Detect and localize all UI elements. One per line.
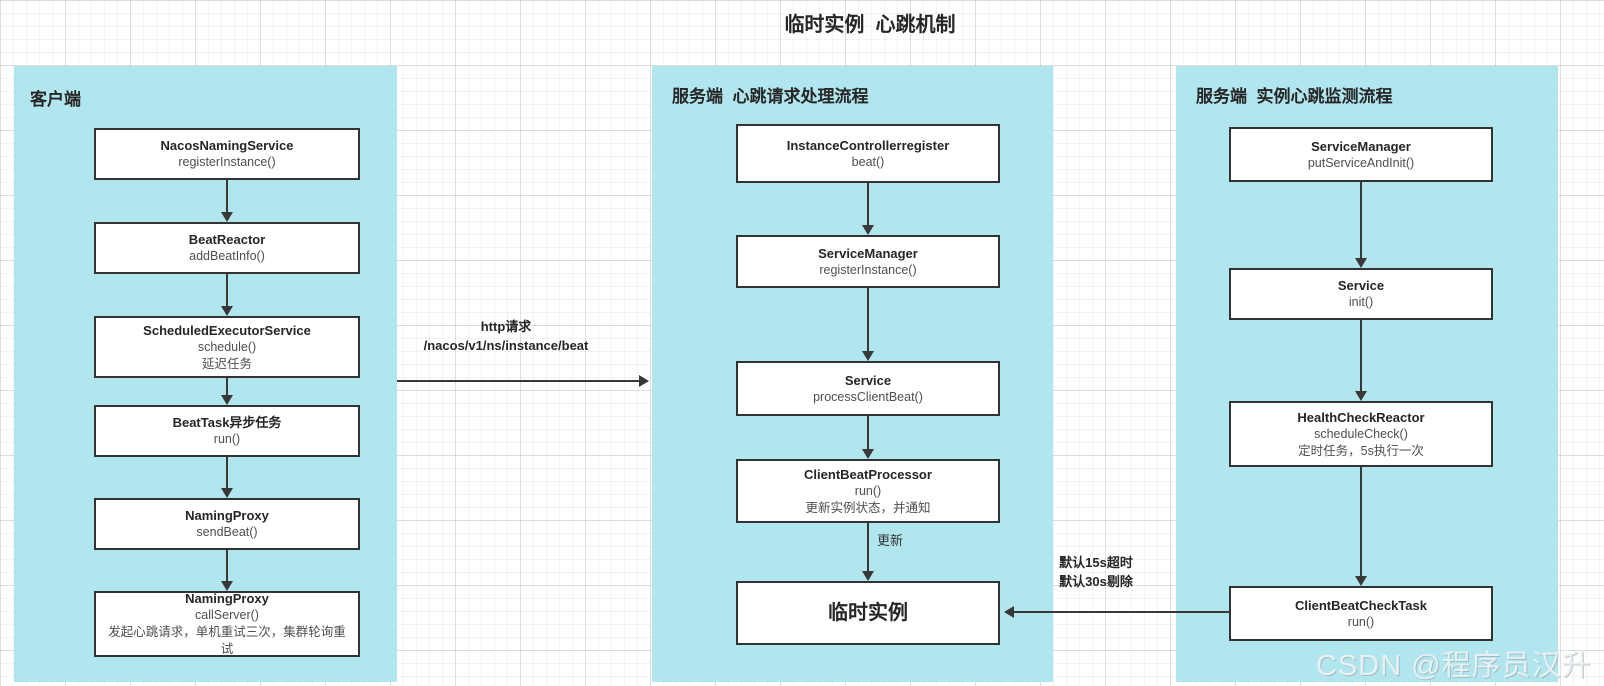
arrow-down-icon [221, 212, 233, 222]
timeout-label-line1: 默认15s超时 [1059, 555, 1133, 570]
node-method: processClientBeat() [813, 389, 923, 404]
node-method: sendBeat() [196, 525, 258, 539]
node-temporary-instance: 临时实例 [736, 581, 1000, 645]
arrow-server-beat-1 [862, 183, 874, 235]
arrow-server-beat-2 [862, 288, 874, 361]
node-check-health-check-reactor: HealthCheckReactor scheduleCheck() 定时任务，… [1229, 401, 1493, 467]
node-client-beat-reactor: BeatReactor addBeatInfo() [94, 222, 360, 274]
arrow-client-1 [221, 180, 233, 222]
node-server-client-beat-processor: ClientBeatProcessor run() 更新实例状态，并通知 [736, 459, 1000, 523]
node-method: init() [1348, 295, 1374, 309]
node-method: addBeatInfo() [189, 249, 265, 263]
arrow-down-icon [221, 306, 233, 316]
node-method: run() [213, 432, 241, 446]
arrow-client-4 [221, 457, 233, 498]
arrow-client-2 [221, 274, 233, 316]
node-method: registerInstance() [819, 262, 917, 277]
node-title: InstanceControllerregister [786, 137, 950, 153]
arrow-client-3 [221, 378, 233, 405]
arrow-down-icon [1355, 576, 1367, 586]
arrow-down-icon [1355, 391, 1367, 401]
node-title: BeatReactor [188, 232, 266, 247]
panel-client-header: 客户端 [30, 90, 81, 109]
node-note: 定时任务，5s执行一次 [1298, 443, 1424, 458]
node-title: Service [844, 372, 892, 388]
http-request-label-line2: /nacos/v1/ns/instance/beat [423, 338, 589, 353]
arrow-timeout-evict [1004, 606, 1229, 618]
node-note: 发起心跳请求，单机重试三次，集群轮询重试 [108, 625, 346, 656]
arrow-down-icon [862, 351, 874, 361]
node-method: registerInstance() [178, 155, 276, 169]
node-title: Service [1337, 278, 1385, 293]
node-title: NacosNamingService [160, 138, 294, 153]
node-method: schedule() [197, 339, 257, 354]
arrow-right-icon [639, 375, 649, 387]
node-title: NamingProxy [185, 591, 269, 606]
node-title: ServiceManager [818, 245, 918, 261]
diagram-title: 临时实例 心跳机制 [784, 14, 956, 36]
http-request-label-line1: http请求 [480, 319, 532, 334]
node-method: putServiceAndInit() [1307, 155, 1415, 170]
node-client-beat-task: BeatTask异步任务 run() [94, 405, 360, 457]
panel-server-check-header: 服务端 实例心跳监测流程 [1196, 87, 1393, 106]
node-client-nacos-naming-service: NacosNamingService registerInstance() [94, 128, 360, 180]
http-request-label: http请求 /nacos/v1/ns/instance/beat [398, 317, 614, 355]
arrow-server-check-2 [1355, 320, 1367, 401]
node-client-scheduled-executor-service: ScheduledExecutorService schedule() 延迟任务 [94, 316, 360, 378]
node-title: HealthCheckReactor [1297, 409, 1425, 425]
node-server-service-manager: ServiceManager registerInstance() [736, 235, 1000, 288]
node-title: ServiceManager [1311, 138, 1411, 154]
csdn-watermark: CSDN @程序员汉升 [1316, 650, 1592, 682]
node-method: run() [854, 483, 882, 498]
arrow-server-check-1 [1355, 182, 1367, 268]
panel-server-beat-header: 服务端 心跳请求处理流程 [672, 87, 869, 106]
node-title: 临时实例 [828, 602, 908, 624]
arrow-down-icon [221, 581, 233, 591]
node-server-service: Service processClientBeat() [736, 361, 1000, 416]
node-method: run() [1347, 614, 1375, 629]
arrow-http-request [397, 375, 649, 387]
arrow-server-beat-3 [862, 416, 874, 459]
arrow-left-icon [1004, 606, 1014, 618]
arrow-server-check-3 [1355, 467, 1367, 586]
node-check-client-beat-check-task: ClientBeatCheckTask run() [1229, 586, 1493, 641]
arrow-down-icon [221, 488, 233, 498]
node-check-service-manager: ServiceManager putServiceAndInit() [1229, 127, 1493, 182]
arrow-down-icon [862, 449, 874, 459]
arrow-client-5 [221, 550, 233, 591]
timeout-label: 默认15s超时 默认30s剔除 [1028, 553, 1164, 591]
node-title: BeatTask异步任务 [172, 415, 282, 430]
arrow-down-icon [1355, 258, 1367, 268]
node-check-service: Service init() [1229, 268, 1493, 320]
timeout-label-line2: 默认30s剔除 [1059, 574, 1133, 589]
node-title: NamingProxy [185, 508, 269, 523]
node-client-naming-proxy-send-beat: NamingProxy sendBeat() [94, 498, 360, 550]
update-label: 更新 [877, 533, 904, 548]
arrow-down-icon [862, 571, 874, 581]
node-title: ClientBeatProcessor [804, 466, 932, 482]
arrow-down-icon [221, 395, 233, 405]
node-note: 更新实例状态，并通知 [805, 500, 931, 515]
node-note: 延迟任务 [201, 356, 252, 371]
node-method: callServer() [195, 608, 259, 622]
node-title: ScheduledExecutorService [143, 322, 311, 338]
node-method: beat() [851, 154, 885, 169]
node-title: ClientBeatCheckTask [1295, 597, 1427, 613]
arrow-down-icon [862, 225, 874, 235]
node-client-naming-proxy-call-server: NamingProxy callServer() 发起心跳请求，单机重试三次，集… [94, 591, 360, 657]
node-server-instance-controller: InstanceControllerregister beat() [736, 124, 1000, 183]
node-method: scheduleCheck() [1314, 426, 1408, 441]
arrow-server-beat-update [862, 523, 874, 581]
